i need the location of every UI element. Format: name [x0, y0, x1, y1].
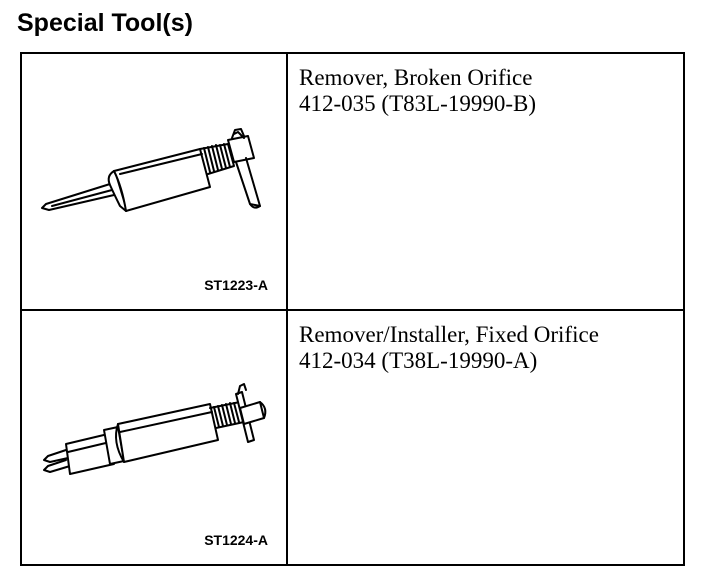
tool-description-cell: Remover, Broken Orifice 412-035 (T83L-19…: [288, 54, 683, 309]
figure-id-label: ST1224-A: [204, 532, 268, 548]
tool-name: Remover, Broken Orifice: [299, 65, 533, 90]
table-row: ST1223-A Remover, Broken Orifice 412-035…: [22, 54, 683, 311]
tool-description-cell: Remover/Installer, Fixed Orifice 412-034…: [288, 311, 683, 564]
tool-illustration-cell: ST1223-A: [22, 54, 288, 309]
table-row: ST1224-A Remover/Installer, Fixed Orific…: [22, 311, 683, 564]
broken-orifice-remover-tool-icon: [41, 128, 261, 212]
tool-number: 412-035 (T83L-19990-B): [299, 91, 536, 116]
figure-id-label: ST1223-A: [204, 277, 268, 293]
section-heading: Special Tool(s): [17, 9, 193, 37]
fixed-orifice-remover-installer-tool-icon: [43, 383, 267, 475]
special-tools-table: ST1223-A Remover, Broken Orifice 412-035…: [20, 52, 685, 566]
tool-name: Remover/Installer, Fixed Orifice: [299, 322, 599, 347]
tool-number: 412-034 (T38L-19990-A): [299, 348, 538, 373]
tool-illustration-cell: ST1224-A: [22, 311, 288, 564]
